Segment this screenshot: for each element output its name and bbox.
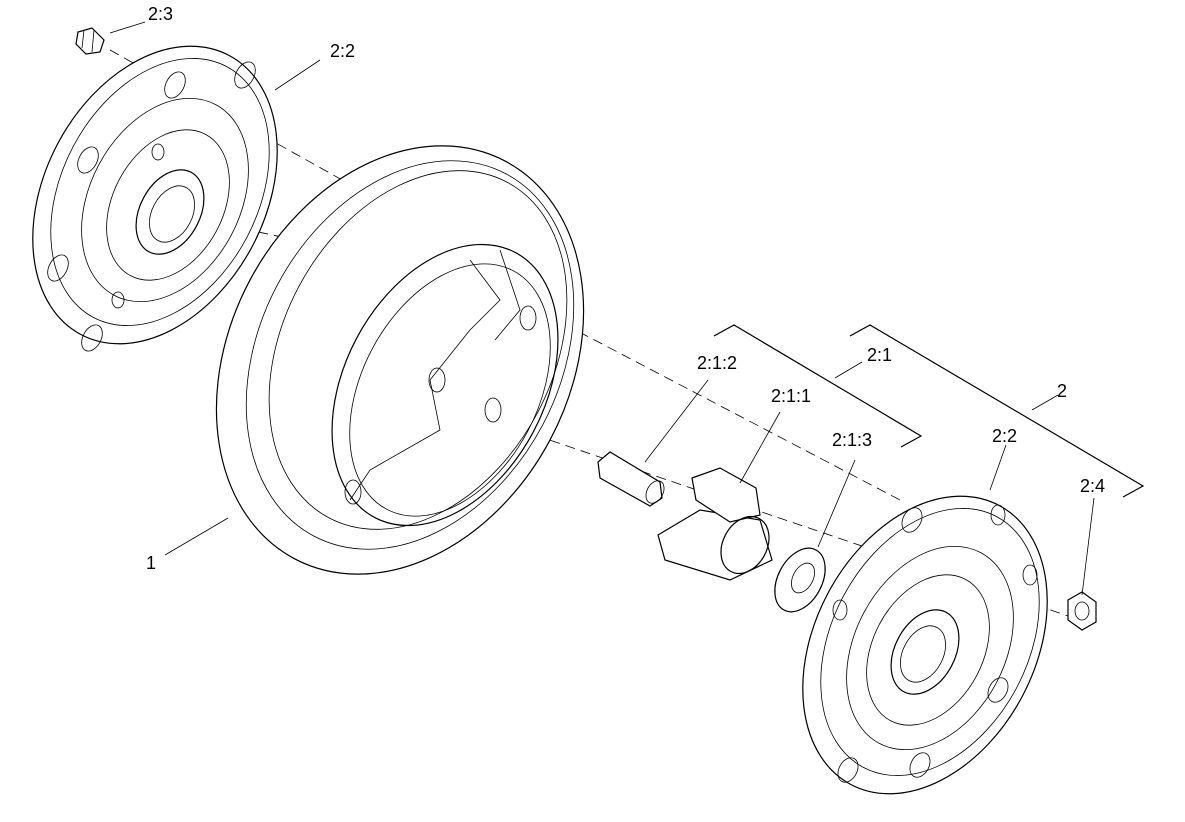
- callout-2-1-2: 2:1:2: [697, 353, 737, 373]
- bracket-2-1: [713, 324, 923, 448]
- right-hub-half: [802, 495, 1048, 795]
- bolt-part: [75, 27, 105, 55]
- callout-2-2-bottom: 2:2: [992, 426, 1017, 446]
- washer-part: [774, 547, 826, 613]
- callout-2-1: 2:1: [867, 345, 892, 365]
- spacer-part: [597, 451, 665, 507]
- callout-1: 1: [146, 553, 156, 573]
- callout-2-1-3: 2:1:3: [832, 430, 872, 450]
- callout-2-3: 2:3: [148, 4, 173, 24]
- callout-2: 2: [1057, 381, 1067, 401]
- bracket-2: [849, 324, 1145, 498]
- callout-2-4: 2:4: [1080, 476, 1105, 496]
- leader-lines: [109, 21, 1095, 596]
- left-hub-half: [32, 45, 278, 352]
- tire-part: [215, 145, 585, 575]
- callout-2-1-1: 2:1:1: [771, 386, 811, 406]
- nut-part: [1067, 591, 1097, 631]
- callout-labels: 2:3 2:2 1 2:1:2 2:1 2:1:1 2:1:3 2 2:2 2:…: [146, 4, 1105, 573]
- group-brackets: [713, 324, 1145, 498]
- callout-2-2-top: 2:2: [330, 41, 355, 61]
- bearing-housing-part: [657, 467, 773, 581]
